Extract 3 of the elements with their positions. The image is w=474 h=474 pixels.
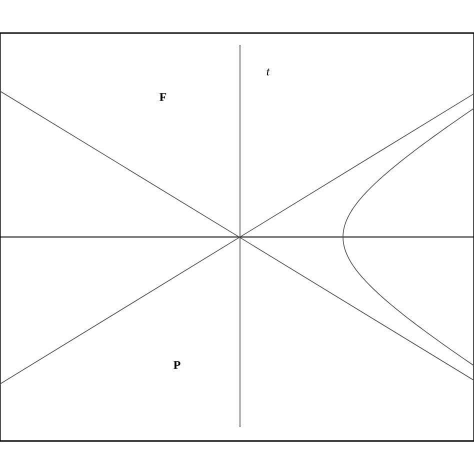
region-label: F bbox=[160, 93, 166, 101]
region-label: P bbox=[174, 361, 180, 369]
region-label: t bbox=[266, 68, 270, 76]
